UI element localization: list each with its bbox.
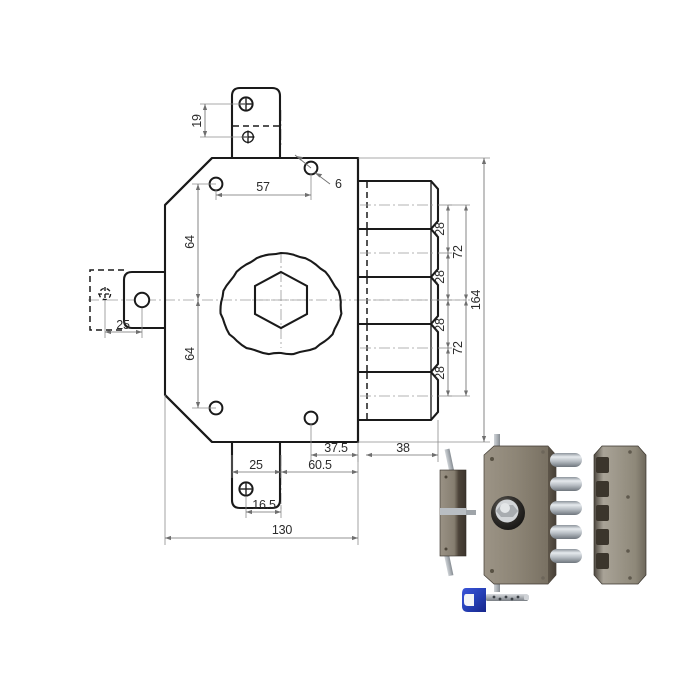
dim-label-25-left: 25 — [116, 318, 130, 332]
dim-label-6: 6 — [335, 177, 342, 191]
body-mounting-holes — [208, 160, 319, 426]
photo-strike-keeper — [439, 448, 476, 577]
dim-16-5: 16.5 — [245, 496, 282, 518]
bolt-1 — [358, 179, 440, 231]
bolt-3 — [358, 275, 466, 326]
product-photo — [439, 434, 647, 612]
dim-bottom-tab-25: 25 — [231, 455, 281, 478]
dim-label-64-upper: 64 — [183, 235, 197, 249]
left-side-lug — [89, 269, 165, 331]
dim-38: 38 — [366, 420, 439, 462]
dim-callout-6: 6 — [294, 154, 342, 191]
photo-bolt-set — [550, 453, 582, 563]
bolt-group — [358, 179, 466, 422]
dim-label-16-5: 16.5 — [252, 498, 276, 512]
dim-label-37-5: 37.5 — [324, 441, 348, 455]
dim-64-upper: 64 — [183, 183, 216, 300]
dim-top-tab-height: 19 — [190, 103, 248, 138]
dim-label-38: 38 — [396, 441, 410, 455]
dim-60-5: 60.5 — [280, 455, 358, 478]
dim-130: 130 — [164, 395, 359, 545]
dim-label-57: 57 — [256, 180, 270, 194]
dim-hole-spacing-57: 57 — [215, 174, 312, 200]
dim-label-72-upper: 72 — [451, 245, 465, 259]
dim-bolt-pitches: 28 28 28 28 72 72 — [358, 157, 490, 443]
bolt-2 — [358, 227, 440, 279]
dim-label-164: 164 — [469, 290, 483, 311]
dim-label-60-5: 60.5 — [308, 458, 332, 472]
dim-label-28-a: 28 — [433, 222, 447, 236]
dim-label-25-bottom: 25 — [249, 458, 263, 472]
photo-lock-body — [483, 434, 557, 592]
dim-label-28-c: 28 — [433, 318, 447, 332]
dim-64-lower: 64 — [183, 300, 216, 409]
bolt-5 — [358, 370, 440, 422]
dim-label-28-d: 28 — [433, 366, 447, 380]
dim-label-28-b: 28 — [433, 270, 447, 284]
dim-label-72-lower: 72 — [451, 341, 465, 355]
bottom-mounting-tab — [230, 442, 282, 510]
dim-label-64-lower: 64 — [183, 347, 197, 361]
photo-cover-plate — [593, 445, 647, 585]
photo-key — [462, 588, 529, 612]
top-mounting-tab — [230, 86, 282, 158]
cylinder-rose — [219, 251, 343, 356]
dim-label-19: 19 — [190, 114, 204, 128]
dim-label-130: 130 — [272, 523, 293, 537]
dim-left-keeper-25: 25 — [104, 300, 143, 338]
bolt-4 — [358, 322, 440, 374]
